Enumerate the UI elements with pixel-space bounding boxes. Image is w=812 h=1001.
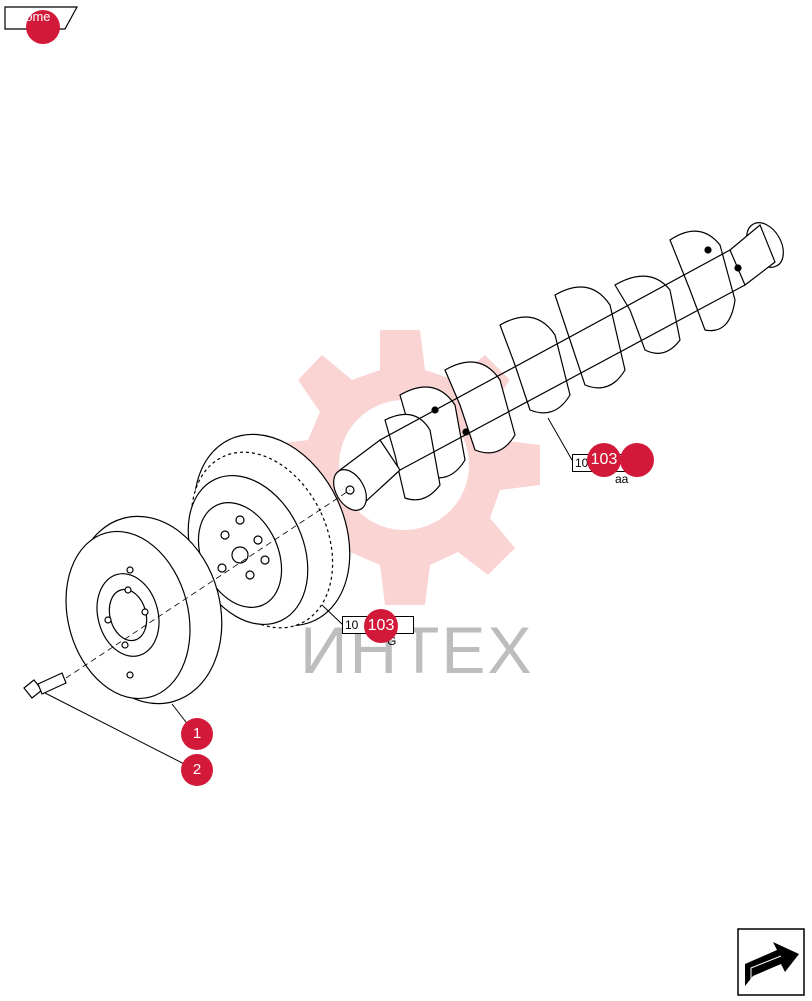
- bolt: [23, 672, 67, 699]
- callout-ref-crankshaft-suffix[interactable]: [620, 443, 654, 477]
- flywheel: [187, 433, 351, 629]
- next-page-button[interactable]: [737, 928, 805, 996]
- watermark-text: ИНТЕХ: [300, 613, 534, 687]
- crankshaft: [333, 222, 784, 511]
- home-label[interactable]: home: [18, 9, 51, 24]
- center-axis-line: [65, 489, 351, 679]
- home-tab[interactable]: home: [4, 6, 78, 44]
- leader-lines: [44, 417, 573, 771]
- next-arrow-icon: [737, 928, 805, 996]
- callout-ref-flywheel[interactable]: 103: [364, 609, 398, 643]
- ref-prefix: 10: [345, 618, 359, 632]
- home-badge[interactable]: [26, 10, 60, 44]
- crankshaft-pulley: [65, 515, 223, 705]
- ref-suffix: G: [387, 634, 397, 648]
- callout-item-2[interactable]: 2: [181, 754, 213, 786]
- callout-item-1[interactable]: 1: [181, 718, 213, 750]
- callout-ref-crankshaft[interactable]: 103: [587, 443, 621, 477]
- ref-suffix: aa: [615, 472, 629, 486]
- ref-prefix: 10: [575, 456, 589, 470]
